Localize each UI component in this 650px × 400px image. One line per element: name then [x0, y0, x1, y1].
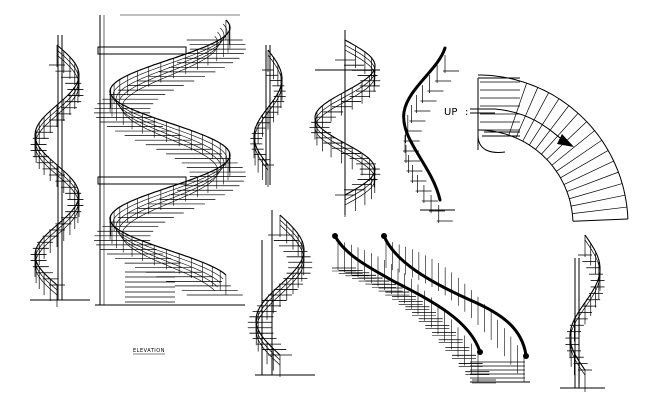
- spiral-stair-elevation-large: [94, 14, 246, 306]
- up-label: UP: [444, 107, 457, 118]
- up-label-colon: :: [465, 107, 468, 118]
- spiral-stair-elevation-center-bottom: [247, 210, 315, 377]
- curved-stair-double-handrail: [332, 233, 530, 384]
- curved-stair-plan-view: [470, 74, 629, 222]
- spiral-stair-elevation-narrow-left: [30, 35, 90, 307]
- elevation-label: ELEVATION: [133, 348, 165, 354]
- spiral-stair-elevation-narrow-right: [560, 234, 605, 392]
- spiral-stair-elevation-double: [309, 30, 381, 217]
- curved-stair-bold-handrail: [402, 46, 459, 223]
- spiral-stair-elevation-slim: [250, 45, 286, 187]
- up-direction-arrow-icon: [557, 134, 574, 147]
